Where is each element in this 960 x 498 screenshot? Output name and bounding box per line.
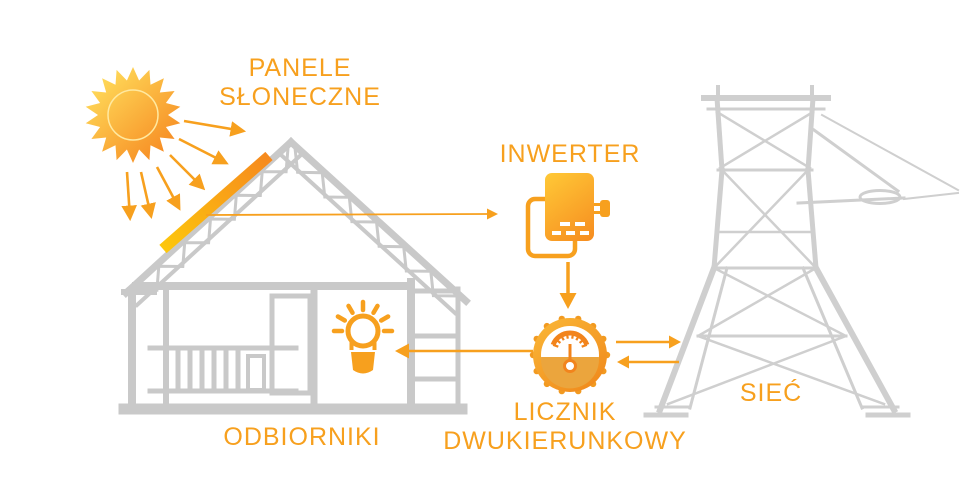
inverter-to-meter-arrow <box>559 262 577 309</box>
roof-lattice-left <box>131 146 290 292</box>
tower-arm <box>796 113 960 205</box>
light-bulb-icon <box>331 299 395 374</box>
meter-to-loads-arrow <box>395 343 533 359</box>
sun-icon <box>85 67 181 163</box>
label-inverter: INWERTER <box>499 140 641 168</box>
roof-lattice-right <box>293 146 460 298</box>
plug-icon <box>594 200 610 217</box>
inverter-icon <box>525 173 610 259</box>
meter-ticks <box>552 333 588 348</box>
label-solar-panels: PANELE SŁONECZNE <box>219 54 381 111</box>
solar-panel-icon <box>159 151 273 254</box>
transmission-tower-icon <box>643 85 960 418</box>
label-meter: LICZNIK DWUKIERUNKOWY <box>443 398 687 455</box>
door <box>269 293 313 396</box>
house-icon <box>118 137 471 415</box>
bidirectional-meter-icon <box>529 315 611 395</box>
label-loads: ODBIORNIKI <box>223 423 381 451</box>
label-grid: SIEĆ <box>739 379 803 407</box>
meter-grid-arrows <box>616 335 681 369</box>
panel-to-inverter-arrow <box>205 208 498 220</box>
sun-ray-arrows <box>121 119 247 222</box>
side-wall-windows <box>410 286 461 409</box>
sun-star <box>85 67 181 163</box>
